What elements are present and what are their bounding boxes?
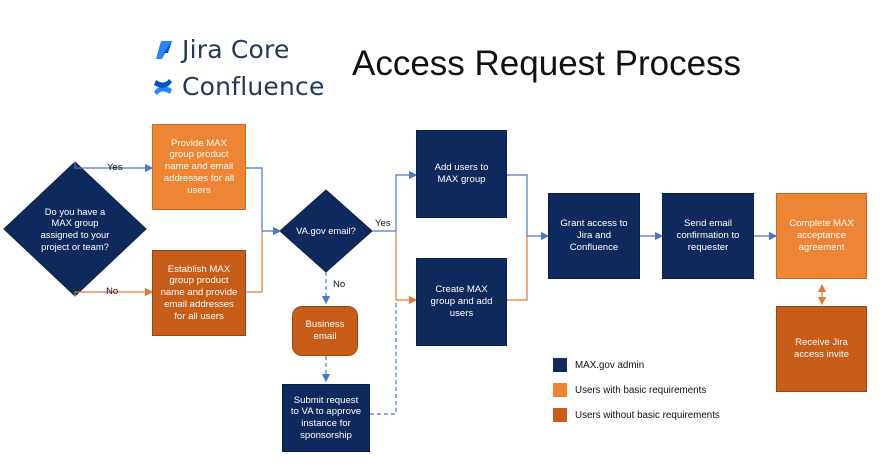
- jira-icon: [156, 40, 172, 59]
- decision-group-text: Do you have a MAX group assigned to your…: [40, 205, 110, 252]
- legend-item-basic: Users with basic requirements: [553, 383, 706, 397]
- establish-group-box: Establish MAX group product name and pro…: [152, 250, 246, 336]
- provide-group-box: Provide MAX group product name and email…: [152, 124, 246, 210]
- edge-yes-add-users: [372, 170, 418, 232]
- jira-core-logo: Jira Core: [152, 35, 290, 64]
- edge-establish-email: [246, 231, 263, 293]
- submit-request-box: Submit request to VA to approve instance…: [282, 384, 370, 452]
- edge-yes-create-group: [395, 231, 418, 305]
- jira-core-label: Jira Core: [182, 35, 290, 64]
- page-title: Access Request Process: [352, 44, 742, 83]
- legend-label-admin: MAX.gov admin: [575, 359, 645, 371]
- edge-submit-create: [370, 300, 397, 415]
- business-email-box: Business email: [292, 306, 358, 356]
- edge-label-no-1: No: [106, 286, 119, 297]
- confluence-logo: Confluence: [152, 72, 325, 101]
- edge-no-establish: [74, 287, 154, 297]
- edge-yes-provide: [74, 162, 154, 173]
- complete-agreement-box: Complete MAX acceptance agreement: [776, 193, 867, 279]
- edge-provide-email: [246, 167, 282, 236]
- edge-label-yes-2: Yes: [375, 218, 391, 229]
- decision-email-text: VA.gov email?: [296, 225, 356, 237]
- confluence-label: Confluence: [182, 72, 325, 101]
- send-email-box: Send email confirmation to requester: [662, 193, 754, 279]
- grant-access-box: Grant access to Jira and Confluence: [548, 193, 640, 279]
- add-users-box: Add users to MAX group: [416, 130, 507, 218]
- edge-label-no-2: No: [333, 279, 346, 290]
- edge-add-grant: [507, 174, 550, 241]
- legend-swatch-without: [553, 408, 567, 422]
- legend-label-basic: Users with basic requirements: [575, 384, 707, 396]
- legend-swatch-admin: [553, 358, 567, 372]
- create-group-box: Create MAX group and add users: [416, 258, 507, 346]
- legend-item-admin: MAX.gov admin: [553, 358, 644, 372]
- legend-swatch-basic: [553, 383, 567, 397]
- edge-label-yes-1: Yes: [107, 162, 123, 173]
- legend-item-without: Users without basic requirements: [553, 408, 720, 422]
- legend-label-without: Users without basic requirements: [575, 409, 720, 421]
- edge-create-grant: [507, 236, 528, 301]
- receive-invite-box: Receive Jira access invite: [776, 306, 867, 392]
- confluence-icon: [154, 78, 172, 95]
